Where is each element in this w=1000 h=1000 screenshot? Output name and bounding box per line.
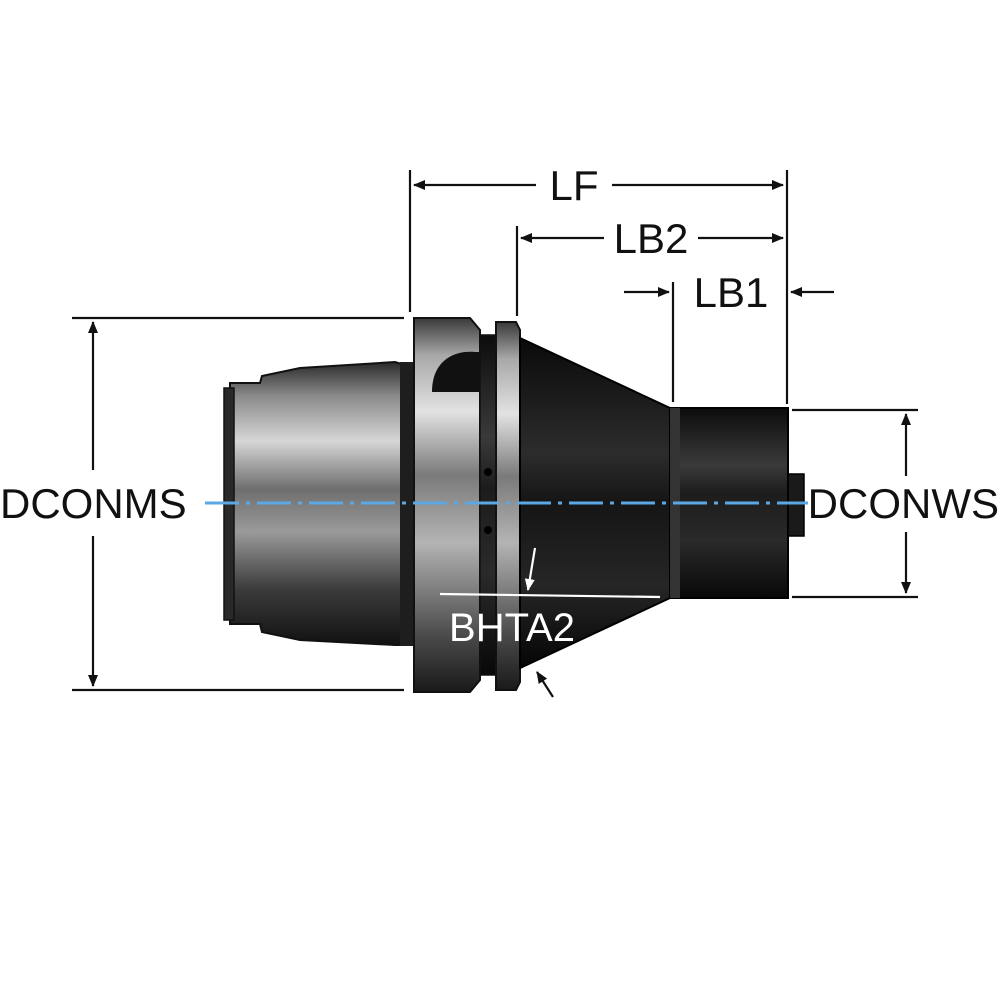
label-dconws: DCONWS	[808, 480, 999, 527]
front-stub	[787, 473, 805, 537]
label-lb2: LB2	[614, 215, 689, 262]
bhta2-reference-line	[439, 592, 661, 599]
label-bhta2: BHTA2	[449, 606, 575, 650]
bhta2-arrow-bottom	[536, 671, 554, 698]
label-lb1: LB1	[694, 269, 769, 316]
drive-slot	[432, 351, 480, 392]
bhta2-arrow-top	[524, 547, 537, 591]
groove-hole	[484, 468, 492, 476]
flange	[413, 317, 481, 693]
flange-ring	[495, 321, 521, 691]
shank-neck	[400, 362, 414, 646]
label-lf: LF	[549, 162, 598, 209]
label-dconms: DCONMS	[0, 480, 187, 527]
labels: LF LB2 LB1 DCONMS DCONWS BHTA2	[0, 162, 999, 650]
dimensions	[72, 170, 918, 698]
groove-hole	[484, 526, 492, 534]
